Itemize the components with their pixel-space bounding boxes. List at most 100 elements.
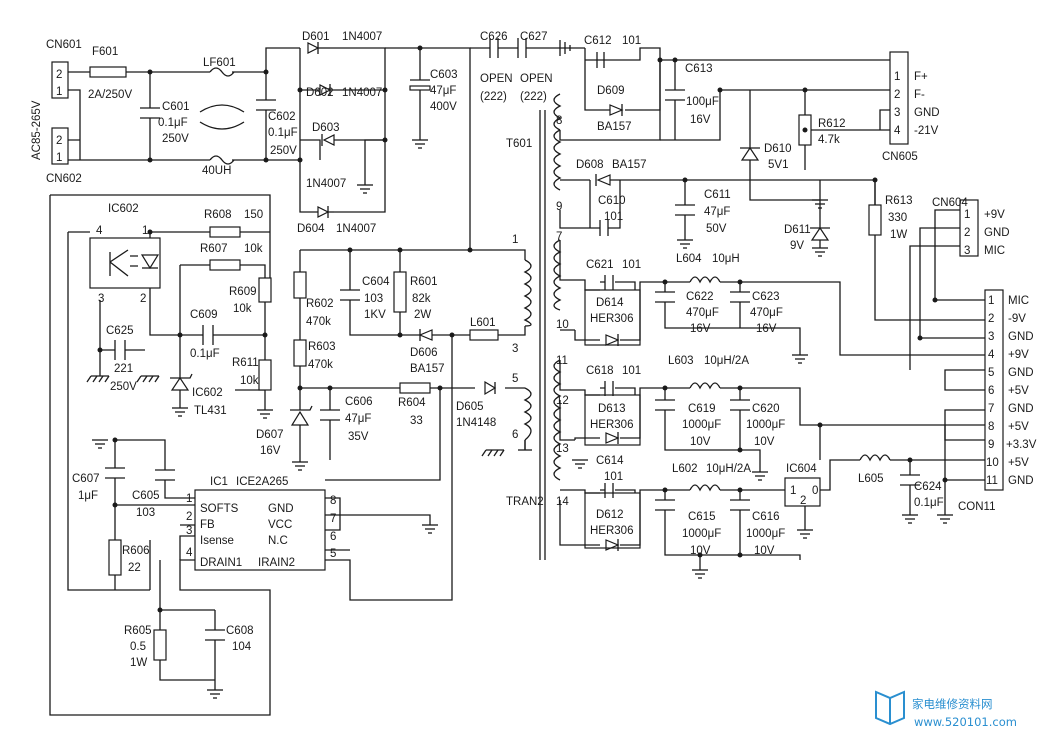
label-d605: D605	[456, 401, 484, 413]
label-c613-value1: 100μF	[686, 96, 719, 108]
label-c619-value1: 1000μF	[682, 419, 721, 431]
watermark: 家电维修资料网 www.520101.com	[875, 690, 1017, 729]
label-c605-value: 103	[136, 507, 155, 519]
label-d613-value: HER306	[590, 419, 633, 431]
label-c602-value2: 250V	[270, 145, 297, 157]
label-d610: D610	[764, 143, 792, 155]
label-c616-value2: 10V	[754, 545, 775, 557]
label-d604-value: 1N4007	[336, 223, 376, 235]
label-cn601-pin1: 1	[56, 86, 62, 98]
label-r613: R613	[885, 195, 913, 207]
label-lf601-value: 40UH	[202, 165, 231, 177]
label-ic1-irain2: IRAIN2	[258, 557, 295, 569]
label-cn605-pin3: 3	[894, 107, 900, 119]
label-tl431: TL431	[194, 405, 227, 417]
label-c622-value2: 16V	[690, 323, 711, 335]
label-c601-value1: 0.1μF	[158, 117, 188, 129]
label-r604-value: 33	[410, 415, 423, 427]
label-c619-value2: 10V	[690, 436, 711, 448]
label-l603-value: 10μH/2A	[704, 355, 749, 367]
label-opto-pin1: 1	[142, 225, 148, 237]
label-c621-value: 101	[622, 259, 641, 271]
label-c627-value2: (222)	[520, 91, 547, 103]
label-con11-plus5v-a: +5V	[1008, 385, 1029, 397]
label-c611-value2: 50V	[706, 223, 727, 235]
label-r607: R607	[200, 243, 228, 255]
label-ic1-pin1: 1	[186, 493, 192, 505]
label-d606: D606	[410, 347, 438, 359]
label-r609: R609	[229, 286, 257, 298]
label-l604: L604	[676, 253, 702, 265]
label-l601: L601	[470, 317, 496, 329]
label-d611-value: 9V	[790, 240, 804, 252]
label-d601-value: 1N4007	[342, 31, 382, 43]
label-cn604-pin2: 2	[964, 227, 970, 239]
label-r612-value: 4.7k	[818, 134, 840, 146]
label-ic604: IC604	[786, 463, 817, 475]
label-r607-value: 10k	[244, 243, 263, 255]
label-con11-plus5v-b: +5V	[1008, 421, 1029, 433]
label-cn604: CN604	[932, 197, 968, 209]
label-d612-value: HER306	[590, 525, 633, 537]
label-tran2: TRAN2	[506, 496, 544, 508]
label-r603-value: 470k	[308, 359, 333, 371]
label-sec-pin13: 13	[556, 443, 569, 455]
label-c616: C616	[752, 511, 780, 523]
label-r611-value: 10k	[240, 375, 259, 387]
label-d612: D612	[596, 509, 624, 521]
label-d610-value: 5V1	[768, 159, 788, 171]
label-c626-value1: OPEN	[480, 73, 513, 85]
label-c608-value: 104	[232, 641, 252, 653]
label-c612-value: 101	[622, 35, 641, 47]
label-c625-value2: 250V	[110, 381, 137, 393]
label-l602: L602	[672, 463, 698, 475]
label-l605: L605	[858, 473, 884, 485]
label-r605: R605	[124, 625, 152, 637]
label-opto-pin2: 2	[140, 293, 146, 305]
label-cn605-gnd: GND	[914, 107, 940, 119]
label-c603-value1: 47μF	[430, 85, 456, 97]
label-con11-gnd-c: GND	[1008, 403, 1034, 415]
label-con11-minus9v: -9V	[1008, 313, 1026, 325]
label-c620-value2: 10V	[754, 436, 775, 448]
label-ic1-gnd: GND	[268, 503, 294, 515]
label-l603: L603	[668, 355, 694, 367]
label-con11: CON11	[958, 501, 996, 513]
label-r608: R608	[204, 209, 232, 221]
label-d614-value: HER306	[590, 313, 633, 325]
label-l604-value: 10μH	[712, 253, 740, 265]
label-r613-value2: 1W	[890, 229, 907, 241]
connector-cn602	[51, 127, 69, 165]
label-t601: T601	[506, 138, 532, 150]
label-cn601-pin2: 2	[56, 69, 62, 81]
choke-lf601	[209, 67, 235, 165]
label-ic1-vcc: VCC	[268, 519, 292, 531]
label-opto-pin3: 3	[98, 293, 104, 305]
label-ic602: IC602	[108, 203, 139, 215]
label-r603: R603	[308, 341, 336, 353]
label-c626: C626	[480, 31, 508, 43]
label-cn605-minus21v: -21V	[914, 125, 939, 137]
label-ic604-pin1: 1	[790, 485, 796, 497]
label-cn601: CN601	[46, 39, 82, 51]
label-con11-pin1: 1	[988, 295, 994, 307]
label-ic604-pin2: 2	[800, 495, 806, 507]
label-cn605-f-plus: F+	[914, 71, 928, 83]
label-c605: C605	[132, 490, 160, 502]
label-c626-value2: (222)	[480, 91, 507, 103]
wiring	[49, 47, 985, 716]
label-cn604-gnd: GND	[984, 227, 1010, 239]
label-c603-value2: 400V	[430, 101, 457, 113]
labels: CN601 2 1 2 1 CN602 AC85-265V F601 2A/25…	[31, 31, 1037, 669]
label-con11-gnd-b: GND	[1008, 367, 1034, 379]
label-ic1-pin4: 4	[186, 547, 193, 559]
label-d606-value: BA157	[410, 363, 445, 375]
components	[51, 38, 1004, 699]
label-ic1-nc: N.C	[268, 535, 288, 547]
label-sec-pin7: 7	[556, 231, 562, 243]
label-c606-value1: 47μF	[345, 413, 371, 425]
label-ic1-pin8: 8	[330, 495, 336, 507]
fuse-f601	[89, 66, 127, 78]
label-con11-pin9: 9	[988, 439, 994, 451]
